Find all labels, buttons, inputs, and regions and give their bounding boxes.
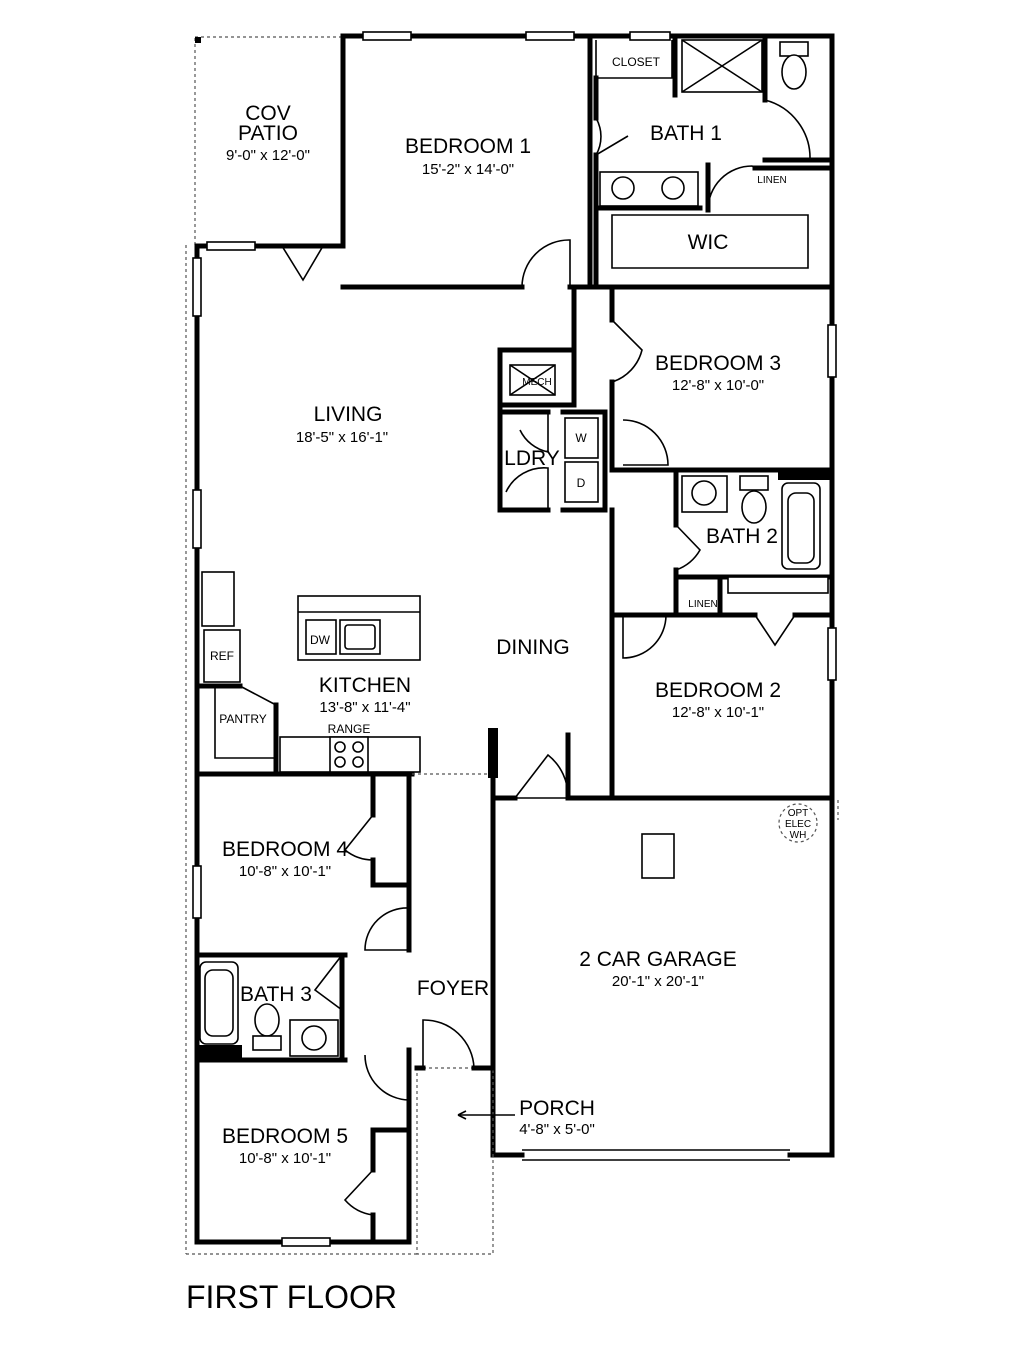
cov-patio-dimensions: 9'-0" x 12'-0" [226, 147, 310, 164]
porch-outline [185, 245, 839, 1255]
garage-dimensions: 20'-1" x 20'-1" [612, 973, 704, 990]
bedroom4-dimensions: 10'-8" x 10'-1" [239, 863, 331, 880]
washer-label: W [575, 431, 587, 445]
bedroom4-label: BEDROOM 4 [222, 838, 348, 861]
dw-label: DW [310, 633, 331, 647]
linen1-label: LINEN [757, 175, 786, 186]
range-label: RANGE [328, 722, 371, 736]
opt-elec-label-line3: WH [790, 830, 807, 841]
opt-elec-label-line1: OPT [788, 808, 809, 819]
bedroom3-dimensions: 12'-8" x 10'-0" [672, 377, 764, 394]
windows [192, 31, 837, 1247]
porch-dimensions: 4'-8" x 5'-0" [519, 1121, 595, 1138]
living-label: LIVING [314, 403, 383, 426]
room-labels: COV PATIO 9'-0" x 12'-0" BEDROOM 1 15'-2… [210, 55, 811, 1167]
porch-label: PORCH [519, 1097, 595, 1120]
bedroom5-label: BEDROOM 5 [222, 1125, 348, 1148]
bath3-label: BATH 3 [240, 983, 312, 1006]
foyer-label: FOYER [417, 977, 489, 1000]
ldry-label: LDRY [504, 447, 560, 470]
bedroom2-dimensions: 12'-8" x 10'-1" [672, 704, 764, 721]
pantry-label: PANTRY [219, 712, 267, 726]
linen2-label: LINEN [688, 599, 717, 610]
opt-elec-label-line2: ELEC [785, 819, 811, 830]
living-dimensions: 18'-5" x 16'-1" [296, 429, 388, 446]
bedroom2-label: BEDROOM 2 [655, 679, 781, 702]
cov-patio-label-line1: COV [245, 102, 291, 125]
dryer-label: D [577, 476, 586, 490]
bedroom3-label: BEDROOM 3 [655, 352, 781, 375]
ref-label: REF [210, 649, 234, 663]
floor-title: FIRST FLOOR [186, 1279, 397, 1315]
bath1-label: BATH 1 [650, 122, 722, 145]
dining-label: DINING [496, 636, 570, 659]
fixtures [199, 39, 829, 1057]
bath2-label: BATH 2 [706, 525, 778, 548]
door-swings [239, 99, 811, 1216]
mech-label: MECH [522, 377, 551, 388]
bedroom1-dimensions: 15'-2" x 14'-0" [422, 161, 514, 178]
bedroom1-label: BEDROOM 1 [405, 135, 531, 158]
cov-patio-label-line2: PATIO [238, 122, 298, 145]
garage-label: 2 CAR GARAGE [579, 948, 737, 971]
bedroom5-dimensions: 10'-8" x 10'-1" [239, 1150, 331, 1167]
wic-label: WIC [688, 231, 729, 254]
closet-label: CLOSET [612, 55, 661, 69]
kitchen-label: KITCHEN [319, 674, 411, 697]
kitchen-dimensions: 13'-8" x 11'-4" [319, 699, 410, 716]
